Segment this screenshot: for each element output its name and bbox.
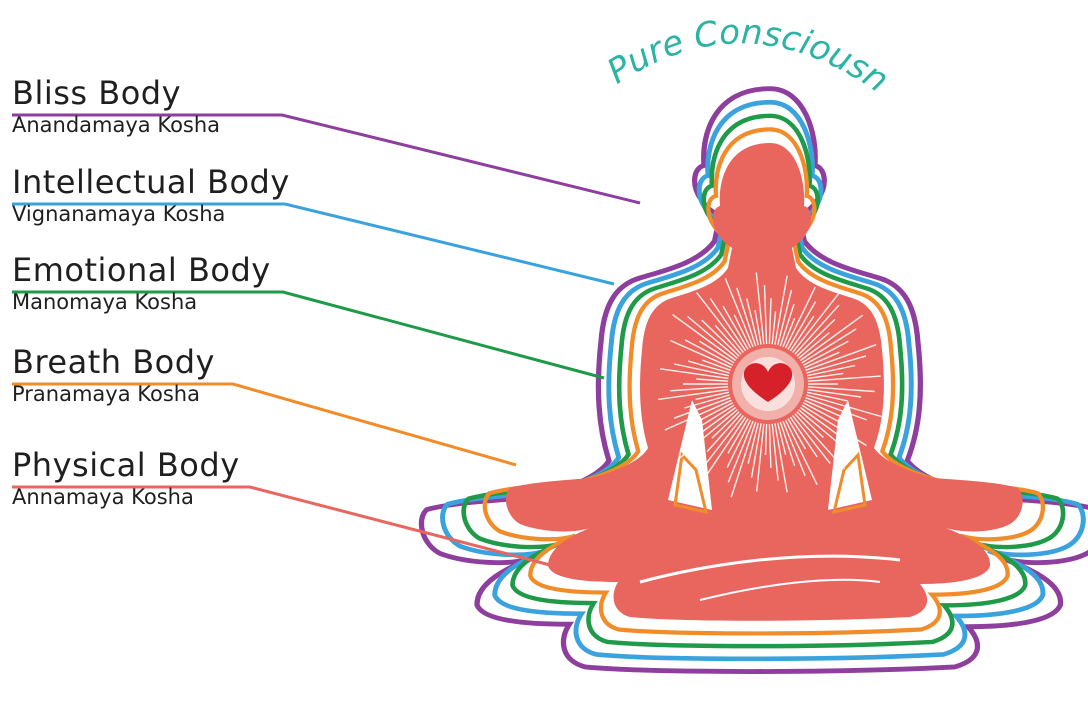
layer-subtitle: Pranamaya Kosha (12, 381, 215, 407)
layer-subtitle: Vignanamaya Kosha (12, 201, 290, 227)
layer-label-physical: Physical Body Annamaya Kosha (12, 447, 240, 510)
layer-label-emotional: Emotional Body Manomaya Kosha (12, 252, 271, 315)
layer-subtitle: Anandamaya Kosha (12, 112, 220, 138)
layer-title: Emotional Body (12, 252, 271, 288)
layer-subtitle: Annamaya Kosha (12, 484, 240, 510)
layer-label-intellectual: Intellectual Body Vignanamaya Kosha (12, 164, 290, 227)
layer-label-bliss: Bliss Body Anandamaya Kosha (12, 75, 220, 138)
layer-title: Breath Body (12, 344, 215, 380)
layer-label-breath: Breath Body Pranamaya Kosha (12, 344, 215, 407)
layer-title: Physical Body (12, 447, 240, 483)
layer-title: Bliss Body (12, 75, 220, 111)
layer-title: Intellectual Body (12, 164, 290, 200)
layer-subtitle: Manomaya Kosha (12, 289, 271, 315)
